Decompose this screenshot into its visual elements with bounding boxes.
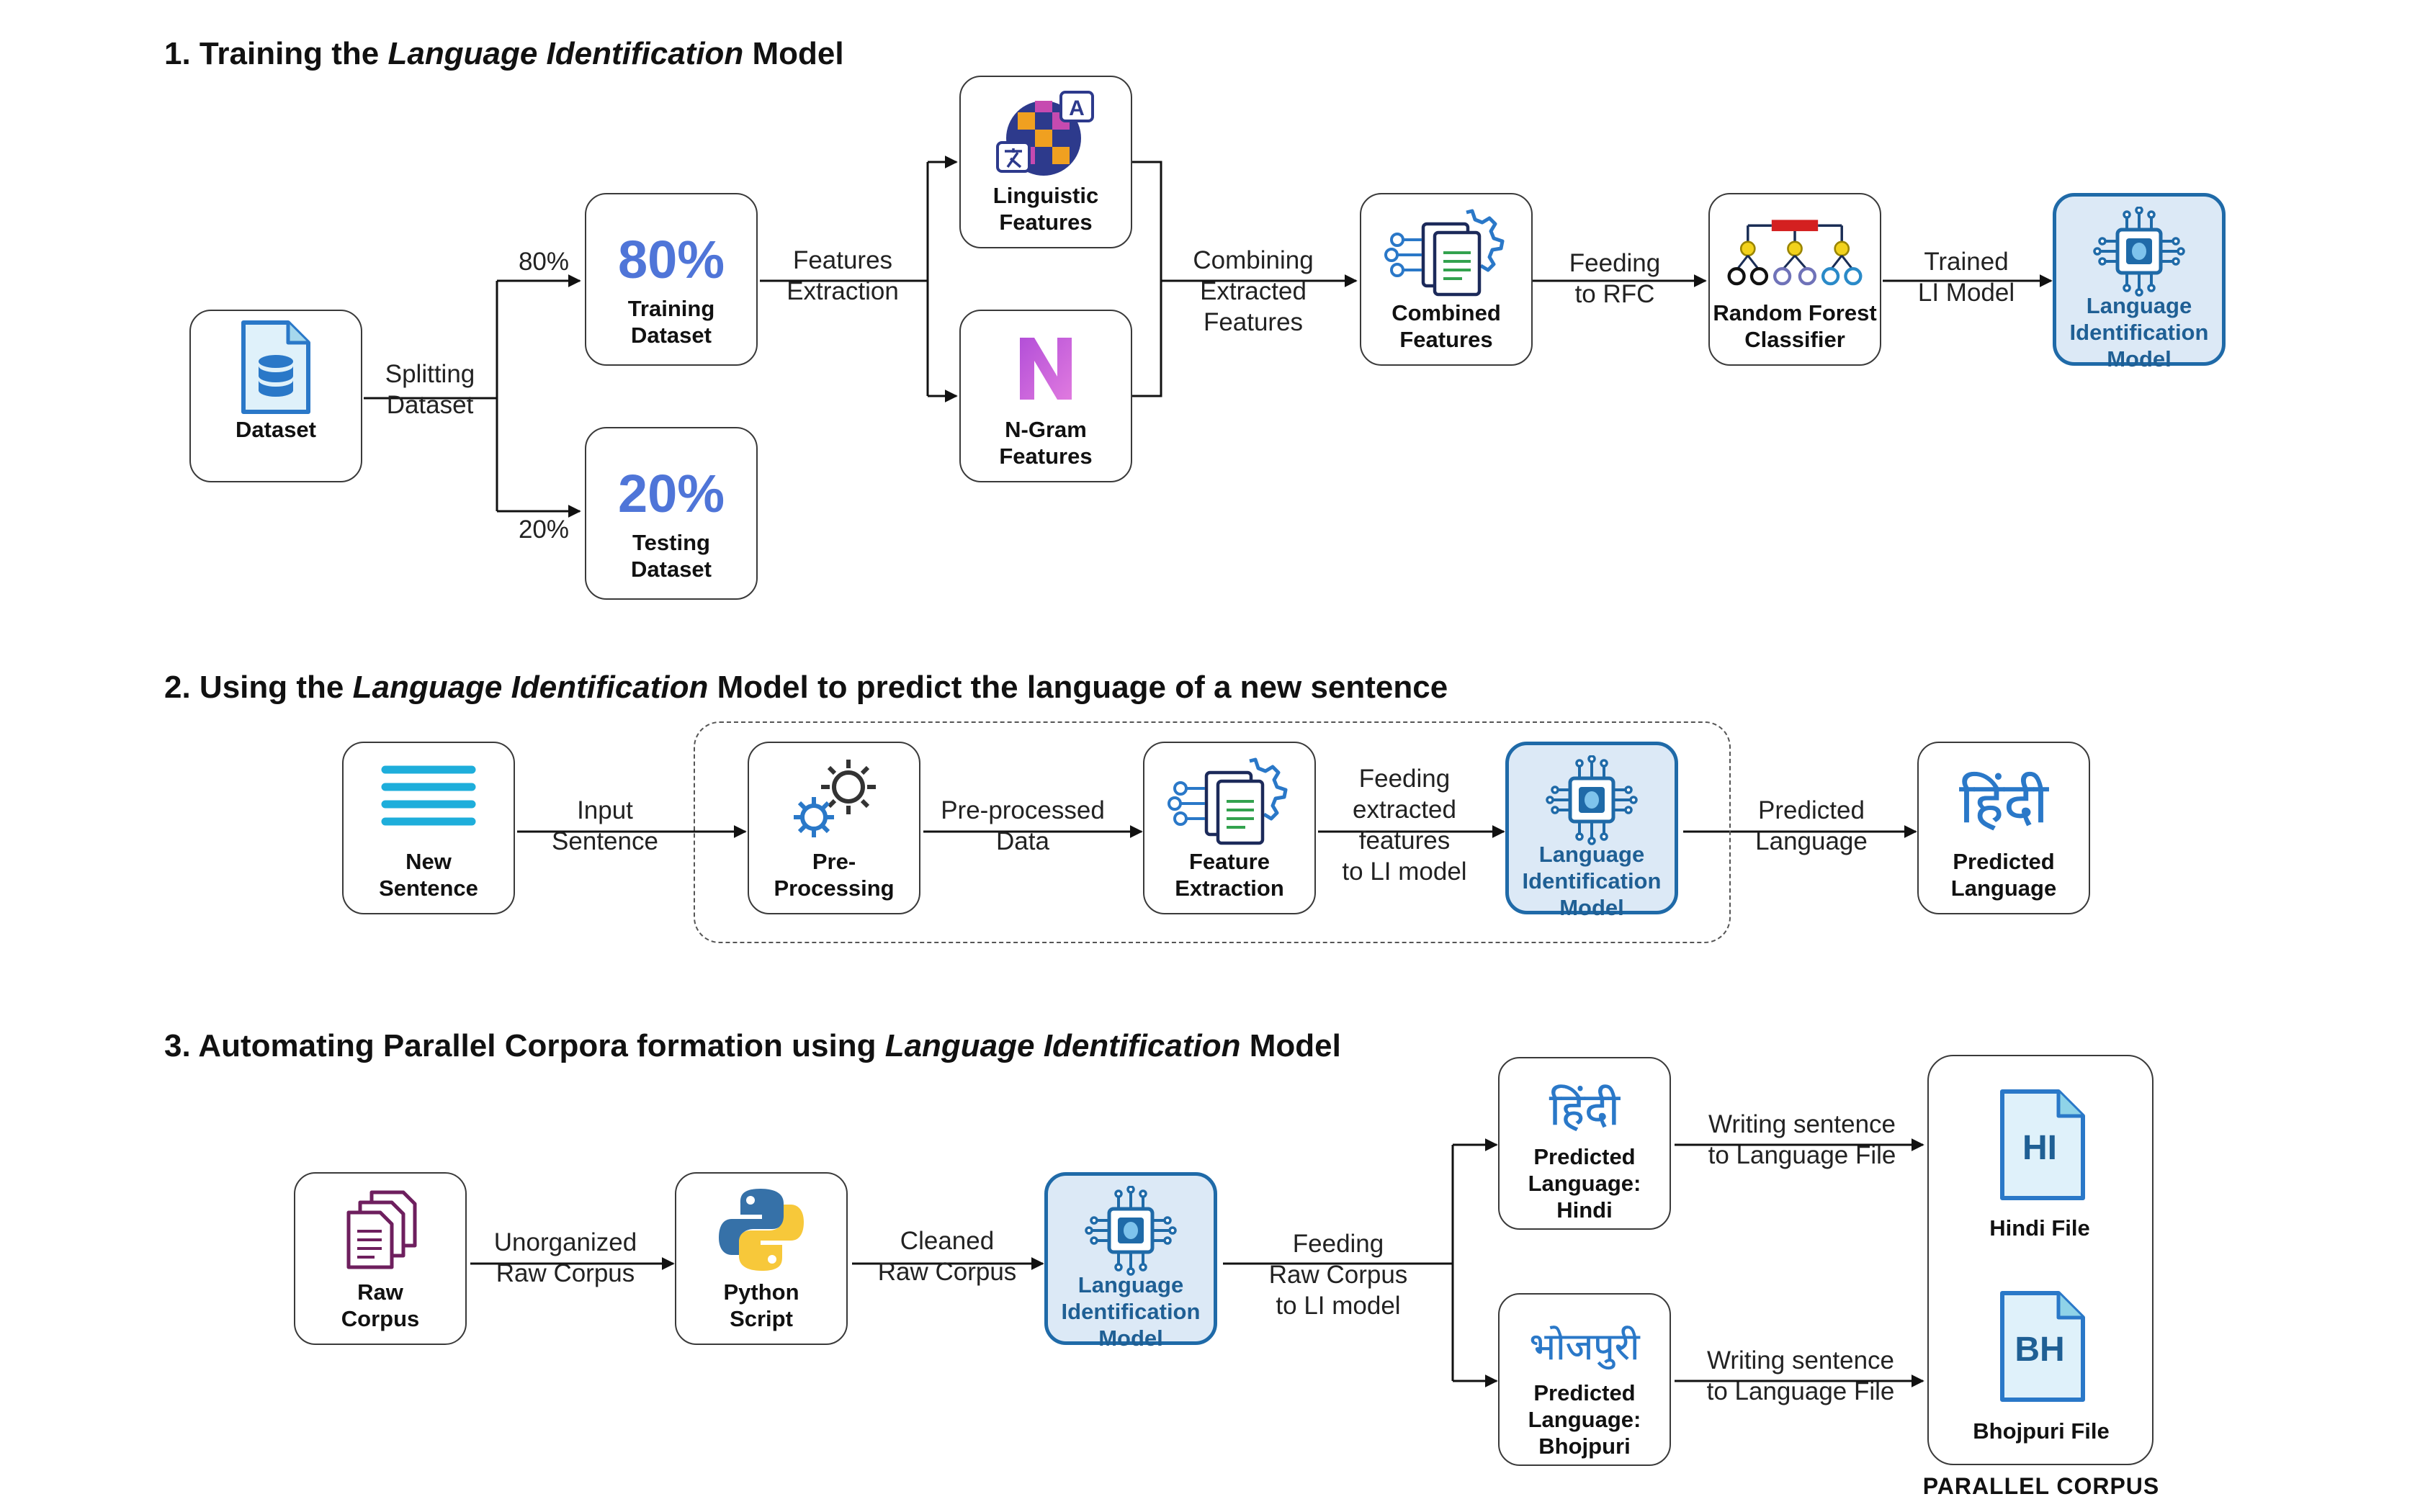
- training-dataset-label: Training Dataset: [627, 296, 715, 348]
- ai-chip-icon: [1520, 755, 1664, 845]
- ai-chip-icon: [1059, 1186, 1203, 1276]
- documents-stack-icon: [308, 1184, 452, 1276]
- testing-percent: 20%: [617, 464, 725, 523]
- feature-extraction-node: Feature Extraction: [1143, 742, 1316, 914]
- hindi-script-icon: हिंदी: [1512, 1071, 1657, 1140]
- edge-label-cleaned: Cleaned Raw Corpus: [877, 1227, 1017, 1286]
- edge-label-feeding-extracted: Feeding extracted features to LI model: [1342, 765, 1467, 886]
- training-percent: 80%: [617, 230, 725, 289]
- preprocessing-node: Pre- Processing: [748, 742, 920, 914]
- hindi-word-glyph: हिंदी: [1959, 771, 2049, 836]
- parallel-corpus-label: PARALLEL CORPUS: [1922, 1473, 2160, 1499]
- edge-label-input-sentence: Input Sentence: [552, 796, 658, 855]
- raw-corpus-label: Raw Corpus: [341, 1279, 420, 1331]
- decision-tree-icon: [1723, 204, 1867, 297]
- hindi-file-icon: HI: [1995, 1087, 2089, 1206]
- svg-text:A: A: [1069, 96, 1085, 120]
- feature-extraction-label: Feature Extraction: [1175, 849, 1284, 901]
- linguistic-features-label: Linguistic Features: [992, 183, 1099, 235]
- edge-label-predicted: Predicted Language: [1755, 796, 1868, 855]
- edge-label-trained: Trained LI Model: [1917, 248, 2015, 307]
- bhojpuri-script-icon: भोजपुरी: [1512, 1308, 1657, 1377]
- testing-dataset-node: 20% Testing Dataset: [585, 427, 758, 600]
- combined-features-node: Combined Features: [1360, 193, 1533, 366]
- edge-label-unorganized: Unorganized Raw Corpus: [493, 1228, 637, 1287]
- hindi-word-glyph: हिंदी: [1549, 1083, 1621, 1135]
- edge-label-combining: Combining Extracted Features: [1193, 246, 1314, 336]
- edge-label-feeding-rfc: Feeding to RFC: [1569, 249, 1661, 308]
- li-model-label-corpus: Language Identification Model: [1061, 1272, 1201, 1351]
- training-dataset-node: 80% Training Dataset: [585, 193, 758, 366]
- li-model-label-training: Language Identification Model: [2069, 293, 2209, 372]
- bhojpuri-file-icon: BH: [1995, 1289, 2089, 1408]
- li-model-node-training: Language Identification Model: [2053, 193, 2226, 372]
- predicted-language-label: Predicted Language: [1950, 849, 2057, 901]
- letter-n-icon: [974, 321, 1118, 413]
- edge-label-20: 20%: [518, 516, 570, 544]
- dataset-node: Dataset: [189, 310, 362, 482]
- edge-label-splitting: Splitting Dataset: [385, 360, 475, 419]
- document-gear-icon: [1374, 204, 1518, 297]
- gears-icon: [762, 753, 906, 845]
- rfc-node: Random Forest Classifier: [1708, 193, 1881, 366]
- hi-badge-text: HI: [2022, 1129, 2057, 1167]
- linguistic-features-node: A Linguistic Features: [959, 76, 1132, 248]
- python-logo-icon: [689, 1184, 833, 1276]
- python-script-label: Python Script: [723, 1279, 799, 1331]
- edge-label-writing-bhojpuri: Writing sentence to Language File: [1706, 1346, 1895, 1405]
- predicted-bhojpuri-label: Predicted Language: Bhojpuri: [1528, 1380, 1641, 1459]
- bhojpuri-word-glyph: भोजपुरी: [1530, 1326, 1641, 1369]
- preprocessing-label: Pre- Processing: [774, 849, 895, 901]
- bhojpuri-file-label: Bhojpuri File: [1973, 1418, 2110, 1444]
- edge-label-writing-hindi: Writing sentence to Language File: [1708, 1110, 1896, 1169]
- bh-badge-text: BH: [2015, 1331, 2064, 1369]
- database-file-icon: [204, 320, 348, 414]
- edge-label-feeding-raw: Feeding Raw Corpus to LI model: [1268, 1230, 1408, 1320]
- raw-corpus-node: Raw Corpus: [294, 1172, 467, 1345]
- section-3-title: 3. Automating Parallel Corpora formation…: [164, 1028, 1341, 1063]
- combined-features-label: Combined Features: [1392, 300, 1501, 352]
- rfc-label: Random Forest Classifier: [1713, 300, 1877, 352]
- python-script-node: Python Script: [675, 1172, 848, 1345]
- li-model-node-predict: Language Identification Model: [1505, 742, 1678, 920]
- predicted-hindi-node: हिंदी Predicted Language: Hindi: [1498, 1057, 1671, 1230]
- edge-label-preprocessed: Pre-processed Data: [941, 796, 1105, 855]
- hindi-file-label: Hindi File: [1989, 1215, 2090, 1241]
- hindi-script-icon: हिंदी: [1932, 753, 2076, 845]
- edge-label-features-extraction: Features Extraction: [786, 246, 899, 305]
- ai-chip-icon: [2067, 207, 2211, 297]
- translate-globe-icon: A: [974, 87, 1118, 179]
- prediction-pipeline-group: [694, 721, 1731, 943]
- section-1-title: 1. Training the Language Identification …: [164, 36, 844, 71]
- text-lines-icon: [357, 753, 501, 845]
- li-model-node-corpus: Language Identification Model: [1044, 1172, 1217, 1351]
- new-sentence-node: New Sentence: [342, 742, 515, 914]
- predicted-hindi-label: Predicted Language: Hindi: [1528, 1144, 1641, 1223]
- dataset-label: Dataset: [236, 417, 316, 442]
- edge-merge-features: [1132, 161, 1162, 397]
- testing-dataset-label: Testing Dataset: [631, 530, 712, 582]
- li-model-label-predict: Language Identification Model: [1522, 842, 1662, 920]
- predicted-language-node: हिंदी Predicted Language: [1917, 742, 2090, 914]
- document-gear-icon: [1157, 753, 1301, 845]
- edge-label-80: 80%: [518, 248, 570, 276]
- new-sentence-label: New Sentence: [379, 849, 478, 901]
- section-2-title: 2. Using the Language Identification Mod…: [164, 670, 1448, 705]
- ngram-features-label: N-Gram Features: [999, 417, 1093, 469]
- predicted-bhojpuri-node: भोजपुरी Predicted Language: Bhojpuri: [1498, 1293, 1671, 1466]
- ngram-features-node: N-Gram Features: [959, 310, 1132, 482]
